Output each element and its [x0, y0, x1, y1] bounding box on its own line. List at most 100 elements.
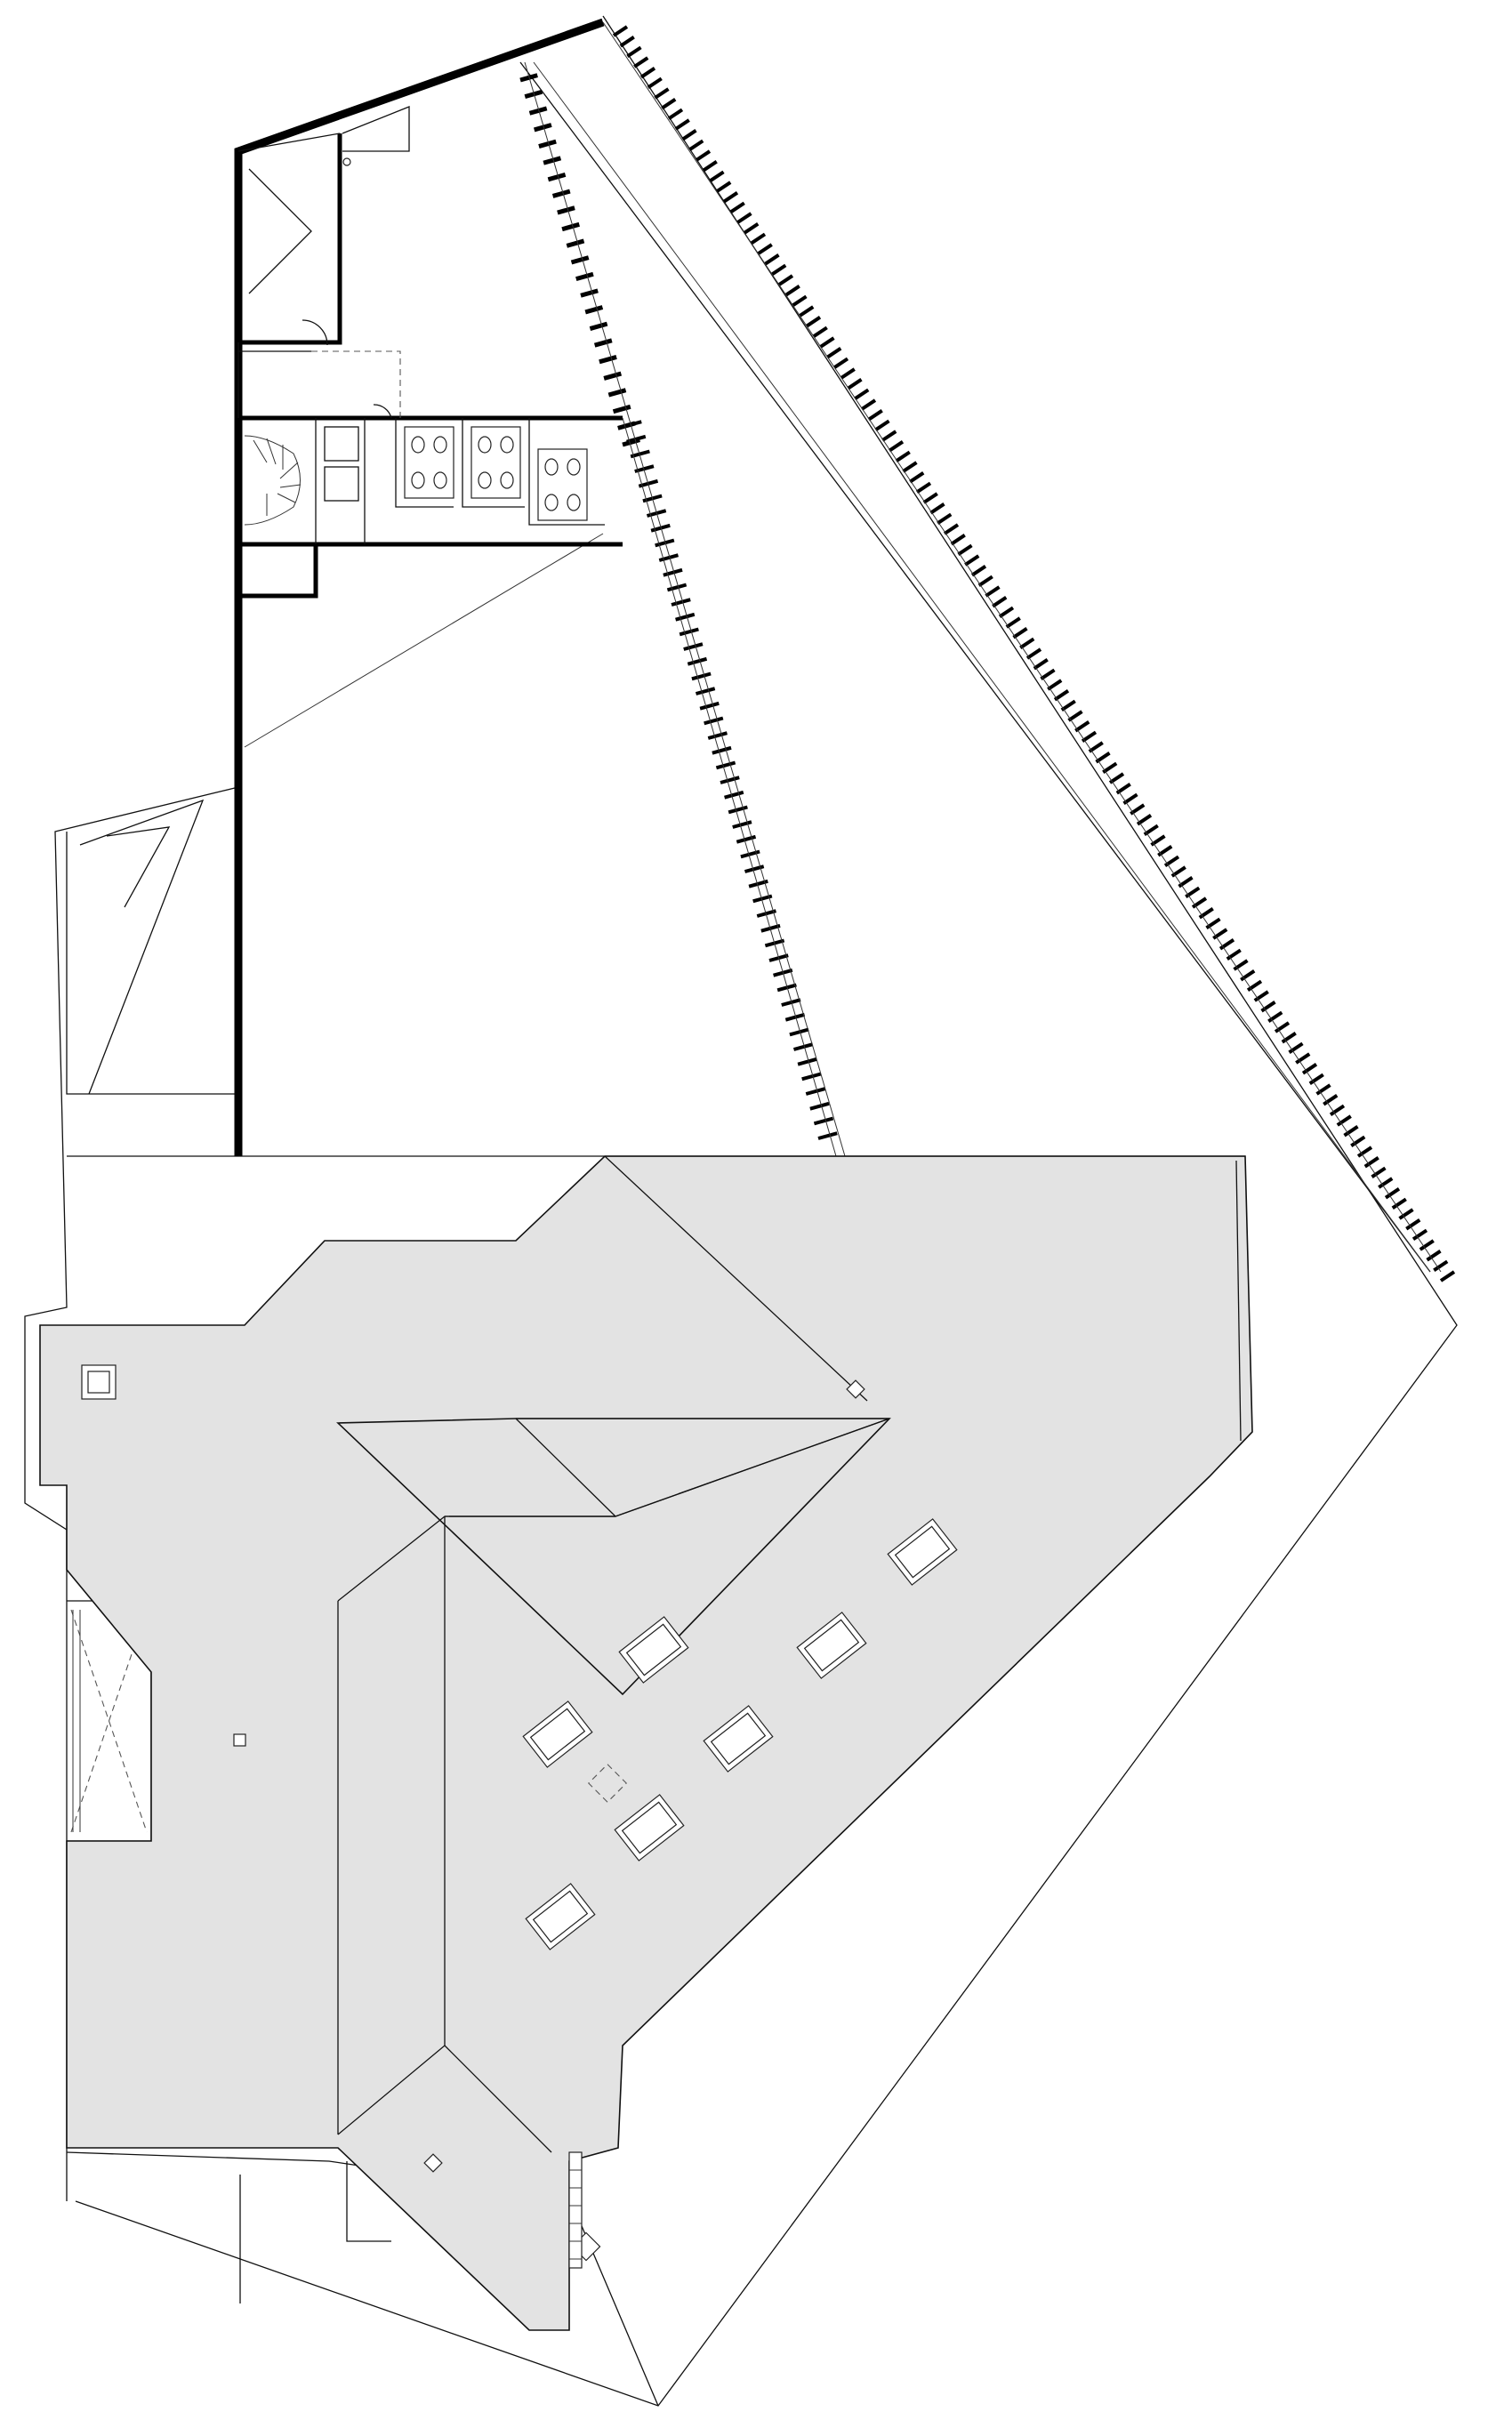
facade-fin [1246, 979, 1263, 992]
facade-fin [524, 89, 543, 100]
facade-fin [557, 205, 575, 215]
sanitary-units [404, 426, 588, 521]
facade-fin [603, 371, 623, 381]
facade-fin [1267, 1010, 1283, 1023]
facade-fin [724, 790, 744, 800]
stair [244, 435, 302, 526]
main-roof-slab [39, 1155, 1253, 2331]
facade-fin [1205, 917, 1221, 929]
facade-fin [575, 271, 594, 282]
facade-fin [784, 285, 800, 297]
upper-building [234, 18, 623, 1156]
facade-fin [612, 25, 629, 37]
skylight-1 [618, 1616, 689, 1684]
facade-fin [1411, 1228, 1428, 1241]
facade-fin [626, 434, 647, 444]
facade-fin [881, 430, 897, 442]
facade-fin [1253, 990, 1269, 1002]
facade-fin [695, 687, 716, 695]
facade-fin [658, 553, 679, 562]
facade-fin [675, 612, 696, 622]
roof-area [39, 1155, 1253, 2331]
facade-fin [1323, 1094, 1339, 1106]
facade-fin [707, 731, 728, 740]
facade-fin [998, 606, 1015, 618]
facade-fin [1405, 1218, 1421, 1231]
facade-fin [736, 212, 752, 224]
facade-fin [809, 1101, 830, 1111]
facade-fin [777, 274, 794, 286]
facade-fin [957, 543, 973, 556]
facade-fin [561, 221, 580, 232]
facade-fin [1240, 969, 1256, 982]
facade-fin [626, 45, 642, 58]
facade-fin [666, 583, 688, 592]
facade-fin [1170, 865, 1186, 878]
facade-fin [760, 923, 781, 933]
facade-fin [970, 565, 987, 577]
facade-fin [1391, 1197, 1407, 1210]
facade-fin [580, 288, 599, 298]
facade-fin [950, 534, 966, 546]
facade-fin [695, 149, 712, 162]
facade-fin [1047, 679, 1063, 691]
facade-fin [915, 481, 932, 494]
facade-fin [655, 538, 675, 548]
facade-fin [1074, 720, 1090, 733]
facade-fin [937, 512, 953, 525]
facade-fin [805, 1087, 825, 1096]
facade-fin [619, 36, 635, 48]
facade-fin [797, 1057, 817, 1066]
facade-fin [612, 404, 631, 414]
facade-fin [709, 170, 725, 182]
facade-fin [1012, 627, 1028, 639]
facade-fin [566, 238, 585, 248]
facade-fin [792, 294, 808, 307]
facade-fin [1067, 710, 1083, 722]
facade-fin [832, 357, 849, 369]
facade-fin [1198, 907, 1214, 920]
facade-fin [781, 998, 801, 1007]
facade-fin [1019, 637, 1035, 649]
facade-fin [977, 575, 993, 587]
facade-fin [716, 181, 732, 193]
facade-fin [1053, 689, 1070, 702]
facade-fin [547, 173, 567, 182]
facade-fin [799, 305, 815, 318]
facade-fin [1226, 948, 1242, 961]
skylight-5 [703, 1705, 774, 1773]
facade-fin [1025, 647, 1042, 660]
facade-fin [826, 347, 842, 359]
facade-fin [854, 388, 870, 400]
facade-fin [712, 745, 732, 755]
facade-fin [1233, 959, 1249, 971]
facade-fin [1288, 1041, 1304, 1054]
facade-fin [812, 326, 828, 338]
facade-fin [674, 118, 690, 131]
facade-fin [661, 98, 677, 110]
facade-fin [633, 56, 649, 68]
facade-fin [1281, 1032, 1297, 1044]
facade-fin [1212, 928, 1228, 940]
facade-fin [1350, 1135, 1366, 1147]
facade-fin [729, 201, 745, 213]
facade-fin [789, 1027, 809, 1037]
facade-fin [570, 255, 590, 265]
facade-fin [1191, 896, 1208, 909]
facade-fin [813, 1116, 834, 1126]
facade-fin [1178, 876, 1194, 888]
facade-fin [992, 596, 1008, 608]
facade-fin [805, 316, 822, 328]
facade-fin [1336, 1114, 1352, 1127]
facade-fin [1308, 1073, 1324, 1085]
facade-fin [902, 461, 918, 473]
facade-fin [650, 523, 671, 533]
facade-fin [728, 805, 748, 815]
facade-fin [1378, 1177, 1394, 1189]
facade-fin [691, 671, 712, 681]
facade-fin [534, 123, 552, 133]
skylight-3 [887, 1518, 958, 1586]
facade-fin [784, 1012, 806, 1022]
facade-fin [663, 567, 683, 577]
